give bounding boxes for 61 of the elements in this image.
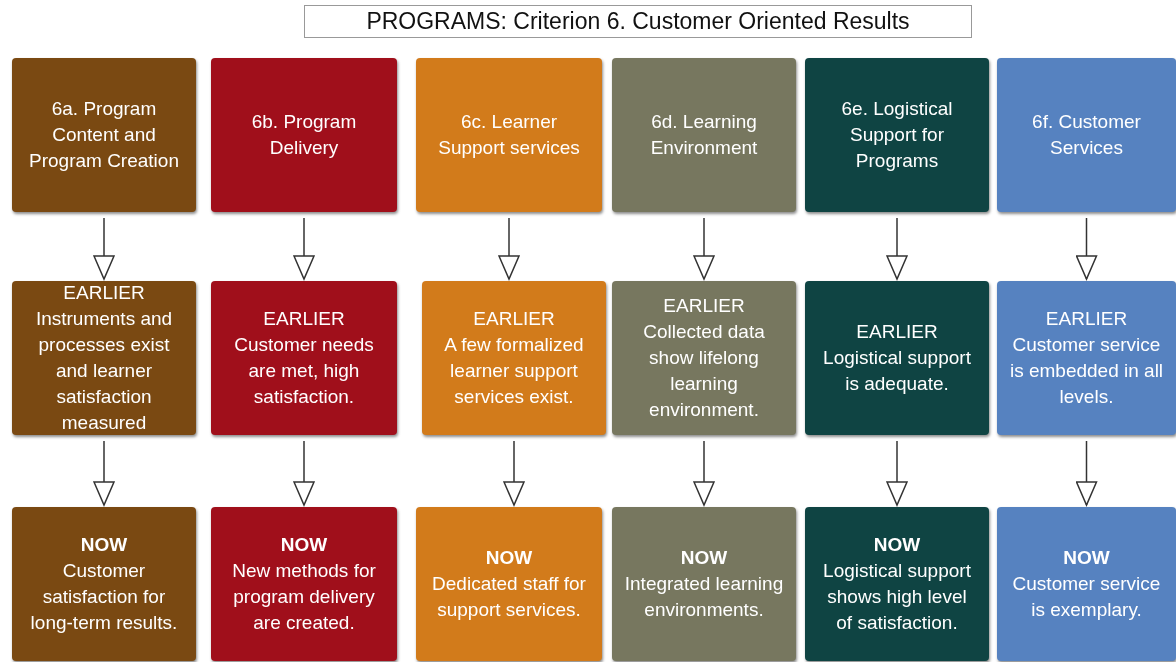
current-state-box bbox=[997, 507, 1176, 661]
stage-heading: NOW bbox=[485, 546, 533, 570]
stage-heading: EARLIER bbox=[1045, 307, 1128, 331]
category-label: 6e. Logistical Support for Programs bbox=[840, 97, 954, 173]
stage-heading: EARLIER bbox=[856, 320, 938, 344]
earlier-state-box bbox=[12, 281, 196, 435]
stage-heading: NOW bbox=[80, 533, 128, 557]
arrow bbox=[693, 217, 715, 280]
arrow bbox=[693, 440, 715, 506]
arrow bbox=[886, 217, 908, 280]
category-label: 6f. Customer Services bbox=[1031, 110, 1142, 160]
arrow bbox=[93, 217, 115, 280]
current-state-box bbox=[612, 507, 796, 661]
category-label: 6c. Learner Support services bbox=[437, 110, 581, 160]
stage-description: Logistical support is adequate. bbox=[822, 346, 972, 396]
diagram-title: PROGRAMS: Criterion 6. Customer Oriented Results bbox=[304, 5, 972, 38]
category-box bbox=[416, 58, 602, 212]
stage-heading: NOW bbox=[1063, 546, 1110, 570]
category-box bbox=[612, 58, 796, 212]
stage-heading: EARLIER bbox=[473, 307, 555, 331]
stage-heading: EARLIER bbox=[263, 307, 345, 331]
category-box bbox=[997, 58, 1176, 212]
earlier-state-box bbox=[211, 281, 397, 435]
stage-description: Customer satisfaction for long-term results. bbox=[29, 559, 179, 635]
arrow bbox=[503, 440, 525, 506]
arrow bbox=[1075, 217, 1098, 280]
stage-description: Customer service is exemplary. bbox=[1011, 572, 1162, 622]
arrow bbox=[1075, 440, 1098, 506]
current-state-box bbox=[416, 507, 602, 661]
current-state-box bbox=[12, 507, 196, 661]
stage-description: Integrated learning environments. bbox=[624, 572, 784, 622]
stage-heading: EARLIER bbox=[63, 281, 145, 305]
arrow bbox=[293, 440, 315, 506]
category-box bbox=[211, 58, 397, 212]
stage-description: Customer needs are met, high satisfaction. bbox=[233, 333, 375, 409]
stage-heading: NOW bbox=[280, 533, 328, 557]
stage-description: Dedicated staff for support services. bbox=[431, 572, 587, 622]
current-state-box bbox=[211, 507, 397, 661]
earlier-state-box bbox=[997, 281, 1176, 435]
stage-description: New methods for program delivery are created. bbox=[231, 559, 377, 635]
stage-description: Instruments and processes exist and learner satisfaction measured bbox=[34, 307, 174, 435]
stage-heading: NOW bbox=[873, 533, 921, 557]
arrow bbox=[93, 440, 115, 506]
stage-description: A few formalized learner support services exist. bbox=[443, 333, 585, 409]
category-label: 6b. Program Delivery bbox=[250, 110, 358, 160]
arrow bbox=[498, 217, 520, 280]
stage-heading: NOW bbox=[680, 546, 728, 570]
earlier-state-box bbox=[805, 281, 989, 435]
category-box bbox=[12, 58, 196, 212]
stage-description: Logistical support shows high level of satisfaction. bbox=[822, 559, 972, 635]
arrow bbox=[293, 217, 315, 280]
arrow bbox=[886, 440, 908, 506]
category-label: 6d. Learning Environment bbox=[649, 110, 759, 160]
category-label: 6a. Program Content and Program Creation bbox=[28, 97, 180, 173]
stage-heading: EARLIER bbox=[663, 294, 745, 318]
current-state-box bbox=[805, 507, 989, 661]
earlier-state-box bbox=[612, 281, 796, 435]
stage-description: Customer service is embedded in all levels. bbox=[1009, 333, 1164, 409]
category-box bbox=[805, 58, 989, 212]
earlier-state-box bbox=[422, 281, 606, 435]
stage-description: Collected data show lifelong learning environment. bbox=[642, 320, 766, 422]
